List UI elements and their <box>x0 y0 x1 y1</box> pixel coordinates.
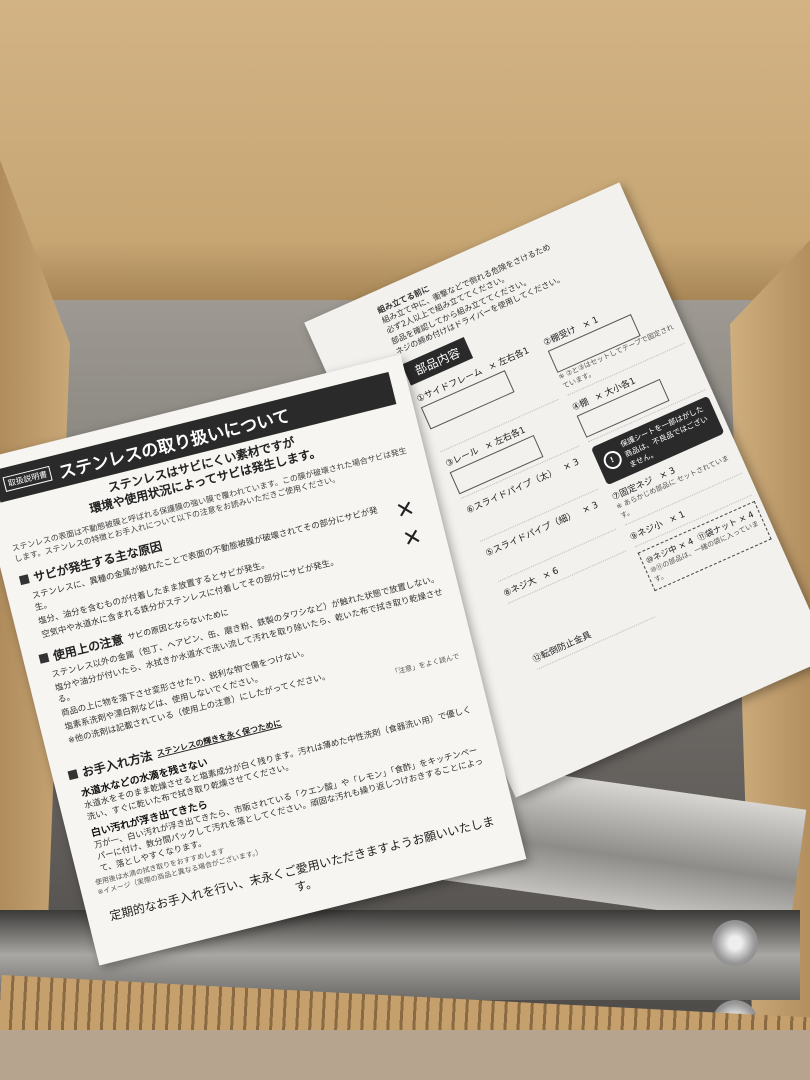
cardboard-box-back-wall <box>0 0 810 300</box>
part-qty: × 6 <box>541 566 561 582</box>
part-qty: × 1 <box>667 509 687 526</box>
part-name: ⑨ネジ小 <box>628 519 665 544</box>
part-name: ⑫転倒防止金具 <box>531 630 594 666</box>
prohibited-x-icon: ✕ <box>400 524 425 553</box>
exclamation-icon: ! <box>600 448 625 473</box>
manual-tag: 取扱説明書 <box>2 465 53 493</box>
part-qty: × 3 <box>561 457 581 474</box>
bullet-square-icon <box>67 769 79 781</box>
part-qty: × 左右各1 <box>487 346 531 373</box>
bullet-square-icon <box>38 653 50 665</box>
prohibited-x-icon: ✕ <box>393 496 418 525</box>
part-name: ⑧ネジ大 <box>502 575 539 600</box>
part-qty: × 3 <box>581 500 600 516</box>
part-item: ⑫転倒防止金具 <box>530 600 655 670</box>
adjuster-foot <box>712 920 758 966</box>
wood-floor <box>0 1030 810 1080</box>
bullet-square-icon <box>18 574 30 586</box>
